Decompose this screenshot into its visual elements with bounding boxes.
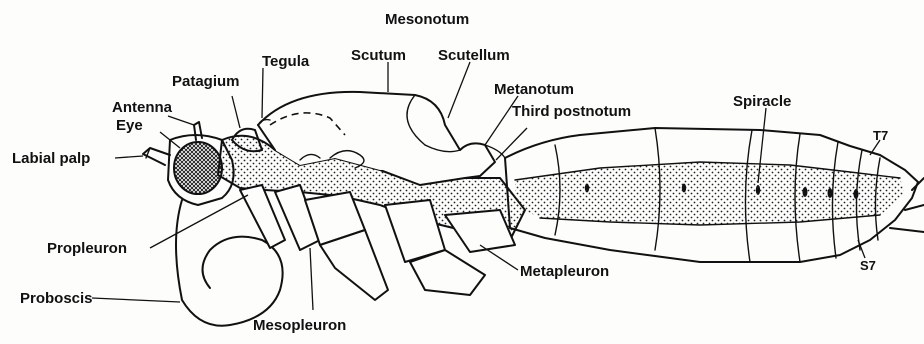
label-propleuron: Propleuron [47,240,127,257]
label-patagium: Patagium [172,73,240,90]
abdomen [505,128,924,262]
label-metanotum: Metanotum [494,81,574,98]
label-metapleuron: Metapleuron [520,263,609,280]
label-antenna: Antenna [112,99,173,116]
label-third-postnotum: Third postnotum [512,103,631,120]
label-s7: S7 [860,258,876,273]
label-t7: T7 [873,128,888,143]
label-mesopleuron: Mesopleuron [253,317,346,334]
label-scutum: Scutum [351,47,406,64]
label-tegula: Tegula [262,53,310,70]
label-mesonotum: Mesonotum [385,11,469,28]
label-scutellum: Scutellum [438,47,510,64]
label-spiracle: Spiracle [733,93,791,110]
label-labial-palp: Labial palp [12,150,90,167]
label-eye: Eye [116,117,143,134]
label-proboscis: Proboscis [20,290,93,307]
